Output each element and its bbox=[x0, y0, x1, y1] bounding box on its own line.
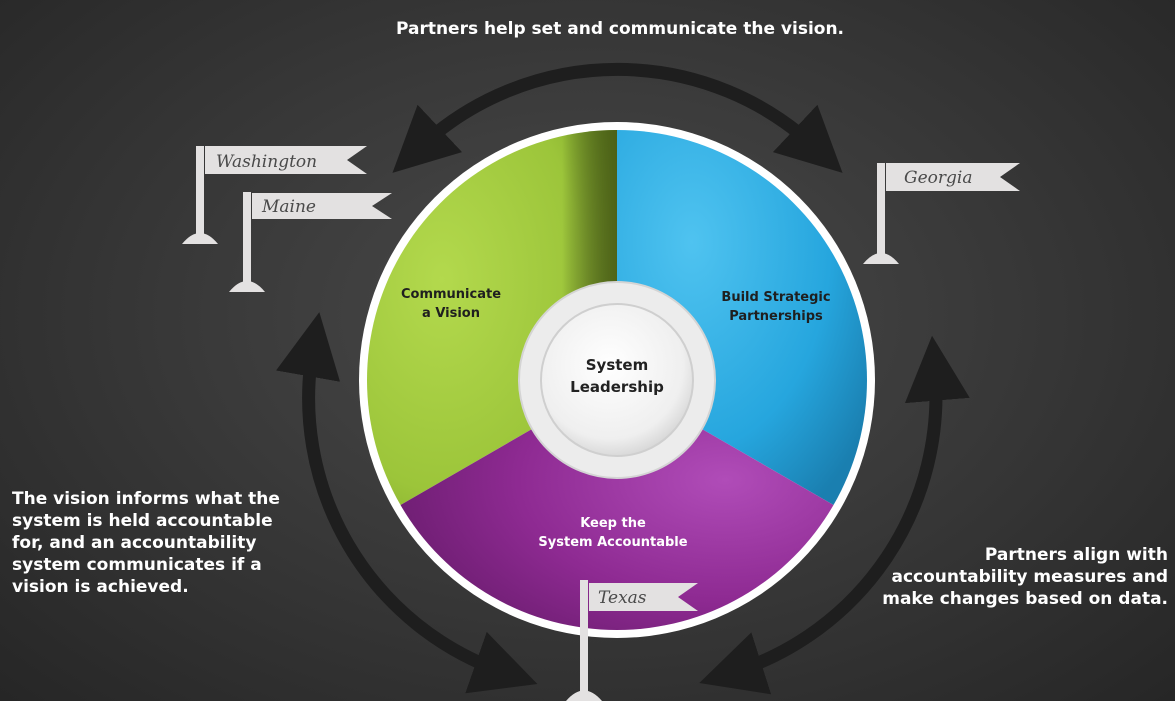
right-double-arrow bbox=[699, 335, 970, 695]
flag-washington: Washington bbox=[182, 146, 367, 244]
segment-keep-accountable bbox=[400, 380, 834, 630]
flag-label-texas: Texas bbox=[598, 588, 647, 608]
segment-label-partnerships-line2: Partnerships bbox=[729, 309, 823, 324]
center-label-line2: Leadership bbox=[570, 378, 664, 396]
segment-label-accountable-line1: Keep the bbox=[580, 516, 646, 531]
hub-inner bbox=[540, 303, 694, 457]
top-caption: Partners help set and communicate the vi… bbox=[395, 19, 845, 39]
center-label-line1: System bbox=[586, 356, 648, 374]
top-double-arrow bbox=[392, 63, 843, 173]
flag-texas: Texas bbox=[566, 580, 698, 701]
flag-label-washington: Washington bbox=[216, 152, 317, 172]
flag-label-georgia: Georgia bbox=[904, 168, 972, 188]
segment-label-accountable-line2: System Accountable bbox=[538, 535, 687, 550]
segment-label-partnerships-line1: Build Strategic bbox=[721, 290, 830, 305]
left-caption: The vision informs what the system is he… bbox=[12, 489, 280, 597]
flag-georgia: Georgia bbox=[863, 163, 1020, 264]
segment-label-communicate-line2: a Vision bbox=[422, 306, 480, 321]
segment-label-communicate-line1: Communicate bbox=[401, 287, 501, 302]
left-double-arrow bbox=[276, 312, 538, 694]
right-caption: Partners align with accountability measu… bbox=[882, 545, 1168, 609]
hub-outer-edge bbox=[518, 281, 716, 479]
wheel bbox=[367, 130, 867, 630]
flag-label-maine: Maine bbox=[261, 197, 316, 217]
flag-maine: Maine bbox=[229, 192, 392, 292]
